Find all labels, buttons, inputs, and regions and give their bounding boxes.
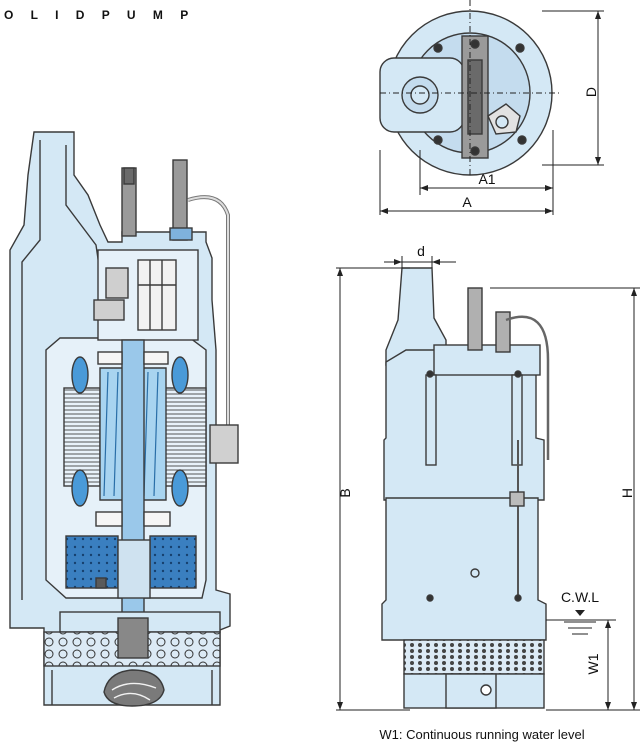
side-view <box>381 267 550 709</box>
dim-label-B: B <box>337 488 353 497</box>
side-dim-arrows <box>337 259 637 710</box>
cross-section-view <box>9 131 239 707</box>
dim-label-D: D <box>583 87 599 97</box>
dim-label-A: A <box>462 194 472 210</box>
dim-label-W1: W1 <box>585 653 601 674</box>
plan-dim-arrows <box>380 11 601 214</box>
cwl-label: C.W.L <box>561 589 599 605</box>
plan-dimension-lines <box>379 0 604 215</box>
caption: W1: Continuous running water level <box>379 727 584 742</box>
dim-label-A1: A1 <box>478 171 495 187</box>
brand-logo-text: O L I D P U M P <box>4 8 196 22</box>
dim-label-H: H <box>619 488 635 498</box>
dim-label-d: d <box>417 243 425 259</box>
